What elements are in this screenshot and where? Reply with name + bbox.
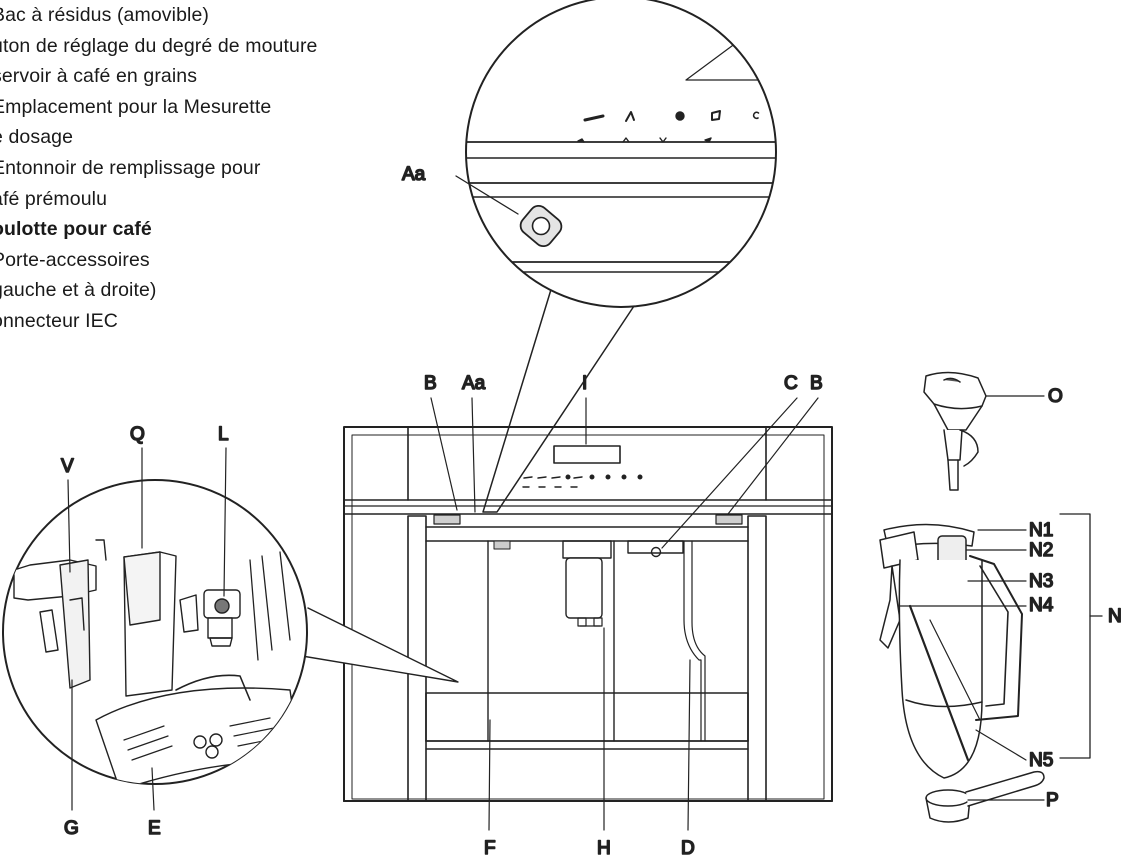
espresso-icon bbox=[583, 114, 605, 122]
drip-tray bbox=[425, 692, 749, 742]
legend-item: e dosage bbox=[0, 126, 74, 149]
right-slot-b bbox=[715, 514, 743, 525]
callout-n2: N2 bbox=[1029, 540, 1053, 561]
control-buttons bbox=[522, 474, 643, 488]
coffee-spout bbox=[562, 540, 612, 627]
callout-q: Q bbox=[130, 424, 145, 445]
legend-item: gauche et à droite) bbox=[0, 279, 157, 302]
grind-knob bbox=[519, 204, 563, 248]
callout-n5: N5 bbox=[1029, 750, 1053, 771]
callout-aa-zoom: Aa bbox=[402, 164, 426, 185]
zoom-circle bbox=[465, 0, 777, 308]
zoom-pointer bbox=[482, 282, 635, 513]
legend-item: Porte-accessoires bbox=[0, 248, 150, 271]
left-zoom-pointer bbox=[295, 607, 459, 683]
bean-icon bbox=[675, 111, 685, 121]
milk-jug-n bbox=[879, 523, 1023, 779]
callout-e: E bbox=[148, 818, 161, 839]
legend-item: oulotte pour café bbox=[0, 218, 152, 241]
legend-item: servoir à café en grains bbox=[0, 65, 198, 88]
callout-v: V bbox=[61, 456, 74, 477]
measuring-spoon-p bbox=[925, 770, 1045, 823]
n-group-bracket bbox=[1059, 513, 1091, 759]
legend-item: Emplacement pour la Mesurette bbox=[0, 95, 272, 118]
callout-n1: N1 bbox=[1029, 520, 1053, 541]
legend-item: afé prémoulu bbox=[0, 187, 108, 210]
legend-item: Entonnoir de remplissage pour bbox=[0, 156, 261, 179]
leader-line bbox=[455, 175, 519, 215]
coffee-machine bbox=[343, 426, 833, 802]
leader-lines bbox=[67, 395, 1045, 831]
callout-aa: Aa bbox=[462, 373, 486, 394]
legend-item: uton de réglage du degré de mouture bbox=[0, 34, 318, 57]
milk-nozzle-o bbox=[923, 371, 987, 491]
callout-l: L bbox=[218, 424, 229, 445]
callout-g: G bbox=[64, 818, 79, 839]
right-tube bbox=[683, 540, 702, 742]
callout-b-left: B bbox=[424, 373, 437, 394]
parts-legend: Bac à résidus (amovible) uton de réglage… bbox=[0, 0, 462, 337]
interior-zoom bbox=[2, 479, 308, 785]
power-icon bbox=[752, 111, 760, 120]
milk-icon bbox=[711, 110, 721, 121]
callout-n4: N4 bbox=[1029, 595, 1054, 616]
callout-c: C bbox=[784, 373, 798, 394]
spout-unit-l bbox=[203, 589, 241, 647]
left-slot-b bbox=[433, 514, 461, 525]
legend-item: onnecteur IEC bbox=[0, 309, 118, 332]
star-icon bbox=[577, 138, 585, 143]
display bbox=[553, 445, 621, 464]
callout-b-right: B bbox=[810, 373, 823, 394]
down-icon bbox=[659, 137, 667, 143]
callout-d: D bbox=[681, 838, 695, 859]
callout-p: P bbox=[1046, 790, 1059, 811]
ok-icon bbox=[704, 137, 712, 143]
up-icon bbox=[622, 137, 630, 143]
callout-o: O bbox=[1048, 386, 1063, 407]
legend-item: Bac à résidus (amovible) bbox=[0, 4, 209, 26]
callout-f: F bbox=[484, 838, 496, 859]
callout-n3: N3 bbox=[1029, 571, 1053, 592]
panel-icons bbox=[577, 110, 760, 143]
callout-n: N bbox=[1108, 606, 1122, 627]
control-panel-zoom bbox=[455, 0, 777, 513]
milk-connector bbox=[627, 540, 684, 558]
cup-icon bbox=[625, 111, 635, 122]
callout-h: H bbox=[597, 838, 611, 859]
callout-i: I bbox=[582, 373, 587, 394]
